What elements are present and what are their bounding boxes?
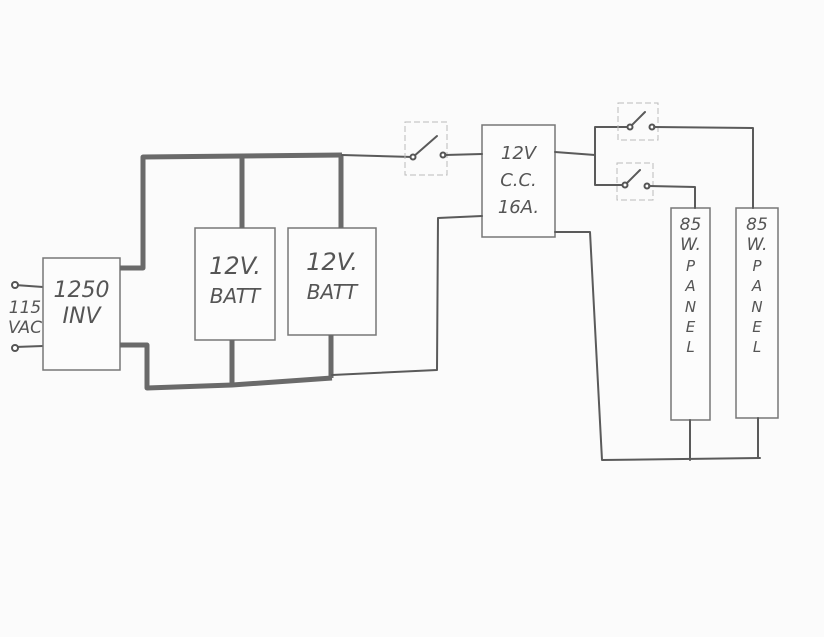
battery-1-box bbox=[194, 227, 276, 341]
negative-bus bbox=[120, 342, 333, 391]
positive-bus bbox=[120, 152, 343, 271]
switch-split bbox=[594, 126, 631, 186]
battery-2-voltage: 12V. bbox=[306, 248, 358, 276]
switch-2-box bbox=[617, 102, 659, 141]
inverter-rating: 1250 bbox=[53, 278, 110, 303]
ac-voltage: 115 bbox=[8, 298, 42, 318]
wire-to-panel-1 bbox=[648, 185, 696, 209]
inverter-box bbox=[42, 257, 121, 371]
charge-controller-label: 12V C.C. 16A. bbox=[482, 140, 555, 221]
battery-2-name: BATT bbox=[306, 279, 358, 304]
panel-2-unit: W. bbox=[746, 235, 768, 256]
battery-2-box bbox=[287, 227, 377, 336]
cc-voltage: 12V bbox=[500, 143, 537, 164]
wire-negative-to-cc bbox=[331, 215, 483, 376]
ac-terminal-bottom bbox=[11, 344, 19, 352]
ac-wire-bottom bbox=[14, 345, 44, 348]
switch-3-blade[interactable] bbox=[624, 169, 641, 186]
inverter-name: INV bbox=[62, 304, 101, 330]
switch-1-pivot bbox=[409, 153, 417, 161]
panel-2-watts: 85 bbox=[746, 215, 768, 235]
switch-2-blade[interactable] bbox=[629, 111, 646, 128]
wire-switch-1-to-cc bbox=[444, 153, 483, 156]
battery-2-label: 12V. BATT bbox=[288, 248, 376, 306]
switch-1-blade[interactable] bbox=[412, 135, 438, 158]
panel-2-box bbox=[735, 207, 779, 419]
wire-to-switch-1 bbox=[341, 154, 414, 158]
switch-1-box bbox=[404, 121, 448, 176]
switch-2-pivot bbox=[626, 123, 634, 131]
panel-2-name: P A N E L bbox=[751, 256, 763, 357]
wire-cc-to-switches bbox=[554, 151, 596, 156]
battery-1-label: 12V. BATT bbox=[195, 252, 275, 310]
wire-to-panel-2 bbox=[653, 126, 754, 209]
switch-3-box bbox=[616, 162, 654, 201]
battery-1-name: BATT bbox=[209, 283, 261, 308]
ac-terminal-top bbox=[11, 281, 19, 289]
panel-1-name: P A N E L bbox=[684, 256, 697, 357]
panel-return-wire bbox=[554, 231, 761, 461]
ac-wire-top bbox=[14, 284, 44, 288]
charge-controller-box bbox=[481, 124, 556, 238]
battery-1-voltage: 12V. bbox=[209, 252, 261, 280]
panel-1-box bbox=[670, 207, 711, 421]
panel-1-unit: W. bbox=[680, 235, 701, 256]
switch-3-pivot bbox=[621, 181, 629, 189]
panel-1-watts: 85 bbox=[679, 215, 702, 235]
cc-name: C.C. bbox=[500, 170, 537, 191]
ac-unit: VAC bbox=[8, 318, 42, 339]
cc-current: 16A. bbox=[497, 197, 540, 218]
